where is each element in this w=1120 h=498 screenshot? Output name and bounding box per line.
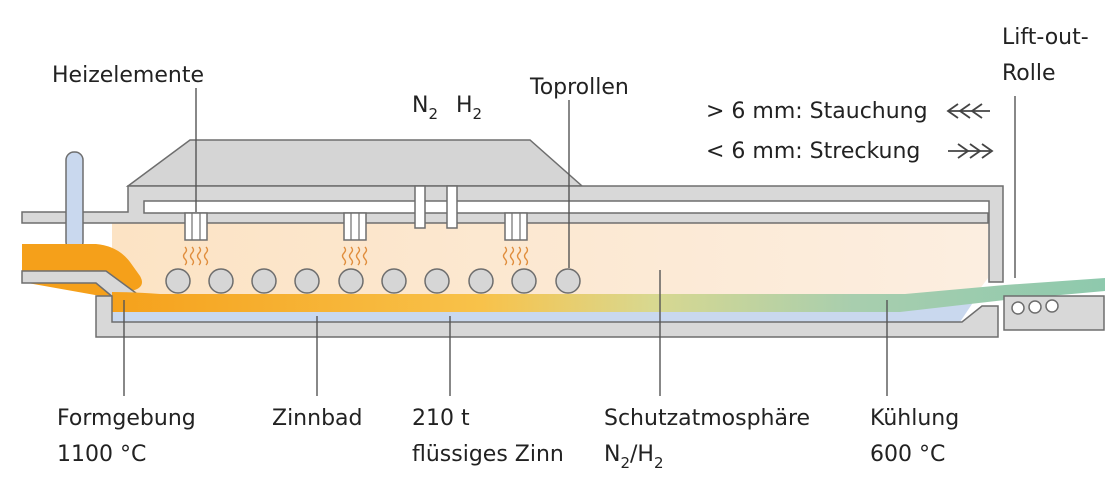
triple-right-arrows-icon [948, 143, 994, 159]
roller-icon [424, 268, 450, 294]
label-compression: > 6 mm: Stauchung [706, 99, 928, 124]
label-cooling-line1: Kühlung [870, 406, 959, 431]
label-liquid-tin-line1: 210 t [412, 406, 470, 431]
lift-out-roller [1011, 301, 1025, 315]
heat-wave-icon [362, 246, 368, 266]
label-tin-bath: Zinnbad [272, 406, 362, 431]
roller-icon [251, 268, 277, 294]
heat-wave-icon [189, 246, 195, 266]
n2-base: N [412, 93, 428, 118]
atmosphere-n-subscript: 2 [620, 454, 630, 472]
heating-element-icon [502, 212, 529, 266]
top-rollers [165, 268, 581, 294]
label-liftout-line2: Rolle [1002, 61, 1056, 86]
atmosphere-slash-h: /H [630, 442, 654, 467]
roller-icon [294, 268, 320, 294]
heat-wave-icon [516, 246, 522, 266]
heating-element-icon [341, 212, 368, 266]
label-top-rollers: Toprollen [529, 75, 629, 100]
label-heating-elements: Heizelemente [52, 63, 204, 88]
gas-inlet-pipes [414, 185, 458, 229]
bath-floor [95, 295, 999, 338]
heat-wave-icon [341, 246, 347, 266]
lift-out-rollers [1003, 295, 1105, 331]
heat-wave-icon [182, 246, 188, 266]
label-forming-line1: Formgebung [57, 406, 196, 431]
atmosphere-n: N [604, 442, 620, 467]
roller-icon [555, 268, 581, 294]
label-atmosphere-line1: Schutzatmosphäre [604, 406, 810, 431]
n2-subscript: 2 [428, 105, 438, 123]
h2-base: H [456, 93, 473, 118]
roller-icon [338, 268, 364, 294]
heat-wave-icon [348, 246, 354, 266]
inlet-post [65, 151, 84, 251]
lift-out-roller [1045, 299, 1059, 313]
leader-lines [123, 88, 1016, 396]
label-liftout-line1: Lift-out- [1002, 25, 1089, 50]
heat-wave-icon [355, 246, 361, 266]
roller-icon [165, 268, 191, 294]
roller-icon [208, 268, 234, 294]
atmosphere-h-subscript: 2 [654, 454, 664, 472]
label-forming-line2: 1100 °C [57, 442, 146, 467]
label-atmosphere-line2: N2/H2 [604, 442, 664, 472]
heating-element-icon [182, 212, 209, 266]
roller-icon [511, 268, 537, 294]
heat-wave-icon [523, 246, 529, 266]
glass-ribbon [112, 278, 1105, 312]
heat-wave-icon [509, 246, 515, 266]
lift-out-roller [1028, 300, 1042, 314]
triple-left-arrows-icon [946, 103, 990, 119]
label-cooling-line2: 600 °C [870, 442, 945, 467]
label-n2: N2 [412, 93, 438, 123]
furnace-roof [21, 185, 1004, 283]
heat-wave-icon [203, 246, 209, 266]
protective-atmosphere [112, 222, 988, 294]
h2-subscript: 2 [473, 105, 483, 123]
roller-icon [468, 268, 494, 294]
n2-pipe [414, 185, 426, 229]
heat-wave-icon [196, 246, 202, 266]
heat-wave-icon [502, 246, 508, 266]
label-stretching: < 6 mm: Streckung [706, 139, 920, 164]
roller-icon [381, 268, 407, 294]
label-h2: H2 [456, 93, 482, 123]
h2-pipe [446, 185, 458, 229]
label-liquid-tin-line2: flüssiges Zinn [412, 442, 564, 467]
heating-elements [182, 212, 529, 266]
